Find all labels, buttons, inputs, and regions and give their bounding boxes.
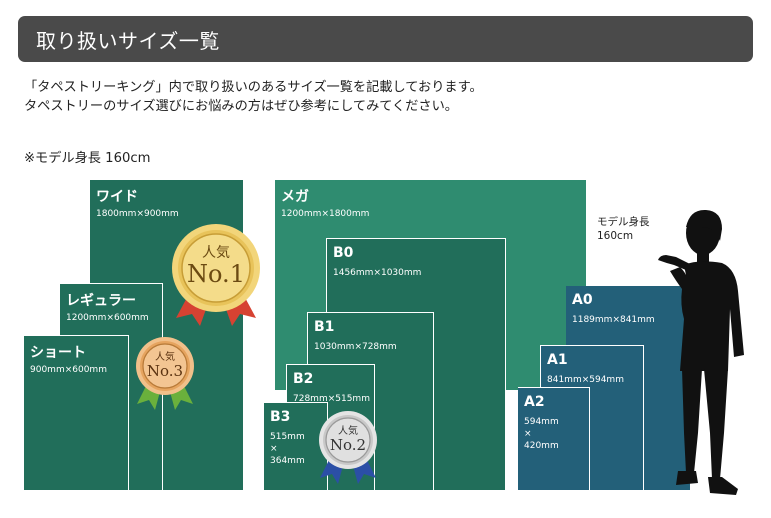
size-a2: A2 594mm × 420mm bbox=[518, 387, 590, 490]
size-name: A0 bbox=[572, 292, 593, 308]
size-dims-line: 515mm bbox=[270, 432, 305, 442]
size-dims-line: × bbox=[524, 429, 532, 439]
size-b3: B3 515mm × 364mm bbox=[264, 402, 328, 490]
size-name: B3 bbox=[270, 409, 291, 425]
section-title: 取り扱いサイズ一覧 bbox=[36, 28, 220, 53]
model-label-line-1: モデル身長 bbox=[597, 216, 650, 228]
size-dims: 515mm × 364mm bbox=[270, 431, 305, 467]
size-name: A1 bbox=[547, 352, 568, 368]
rosette-gold-icon bbox=[172, 224, 260, 326]
size-name: メガ bbox=[281, 189, 309, 205]
size-dims: 1800mm×900mm bbox=[96, 209, 179, 219]
badge-rank: No.2 bbox=[329, 436, 367, 454]
badge-label: 人気 bbox=[155, 352, 175, 363]
size-dims-line: × bbox=[270, 444, 278, 454]
size-dims: 1456mm×1030mm bbox=[333, 268, 422, 278]
size-dims: 841mm×594mm bbox=[547, 375, 624, 385]
size-name: ワイド bbox=[96, 189, 138, 205]
size-dims: 1200mm×1800mm bbox=[281, 209, 370, 219]
size-dims: 1030mm×728mm bbox=[314, 342, 397, 352]
rosette-silver-icon bbox=[319, 411, 377, 484]
rank-1-badge: 人気 No.1 bbox=[168, 222, 264, 326]
size-name: B2 bbox=[293, 371, 314, 387]
size-name: レギュラー bbox=[66, 293, 136, 309]
size-short: ショート 900mm×600mm bbox=[24, 335, 129, 490]
intro-text: 「タペストリーキング」内で取り扱いのあるサイズ一覧を記載しております。 タペスト… bbox=[24, 78, 744, 116]
rank-2-badge: 人気 No.2 bbox=[316, 410, 380, 484]
size-dims: 900mm×600mm bbox=[30, 365, 107, 375]
model-label-line-2: 160cm bbox=[597, 230, 634, 242]
size-name: ショート bbox=[30, 345, 86, 361]
size-dims-line: 594mm bbox=[524, 417, 559, 427]
model-label: モデル身長 160cm bbox=[597, 215, 650, 243]
badge-label: 人気 bbox=[338, 426, 358, 437]
size-dims: 1189mm×841mm bbox=[572, 315, 655, 325]
size-dims: 728mm×515mm bbox=[293, 394, 370, 404]
size-dims-line: 420mm bbox=[524, 441, 559, 451]
size-name: A2 bbox=[524, 394, 545, 410]
size-name: B1 bbox=[314, 319, 335, 335]
rosette-bronze-icon bbox=[136, 337, 194, 410]
size-dims-line: 364mm bbox=[270, 456, 305, 466]
model-height-note: ※モデル身長 160cm bbox=[24, 151, 151, 166]
size-dims: 594mm × 420mm bbox=[524, 416, 559, 452]
badge-rank: No.1 bbox=[187, 260, 245, 288]
size-name: B0 bbox=[333, 245, 354, 261]
intro-line-2: タペストリーのサイズ選びにお悩みの方はぜひ参考にしてみてください。 bbox=[24, 99, 458, 114]
badge-rank: No.3 bbox=[146, 362, 184, 380]
section-header: 取り扱いサイズ一覧 bbox=[18, 16, 753, 62]
size-dims: 1200mm×600mm bbox=[66, 313, 149, 323]
intro-line-1: 「タペストリーキング」内で取り扱いのあるサイズ一覧を記載しております。 bbox=[24, 80, 483, 95]
rank-3-badge: 人気 No.3 bbox=[133, 336, 197, 410]
model-silhouette-icon bbox=[658, 209, 744, 495]
badge-label: 人気 bbox=[202, 245, 230, 261]
